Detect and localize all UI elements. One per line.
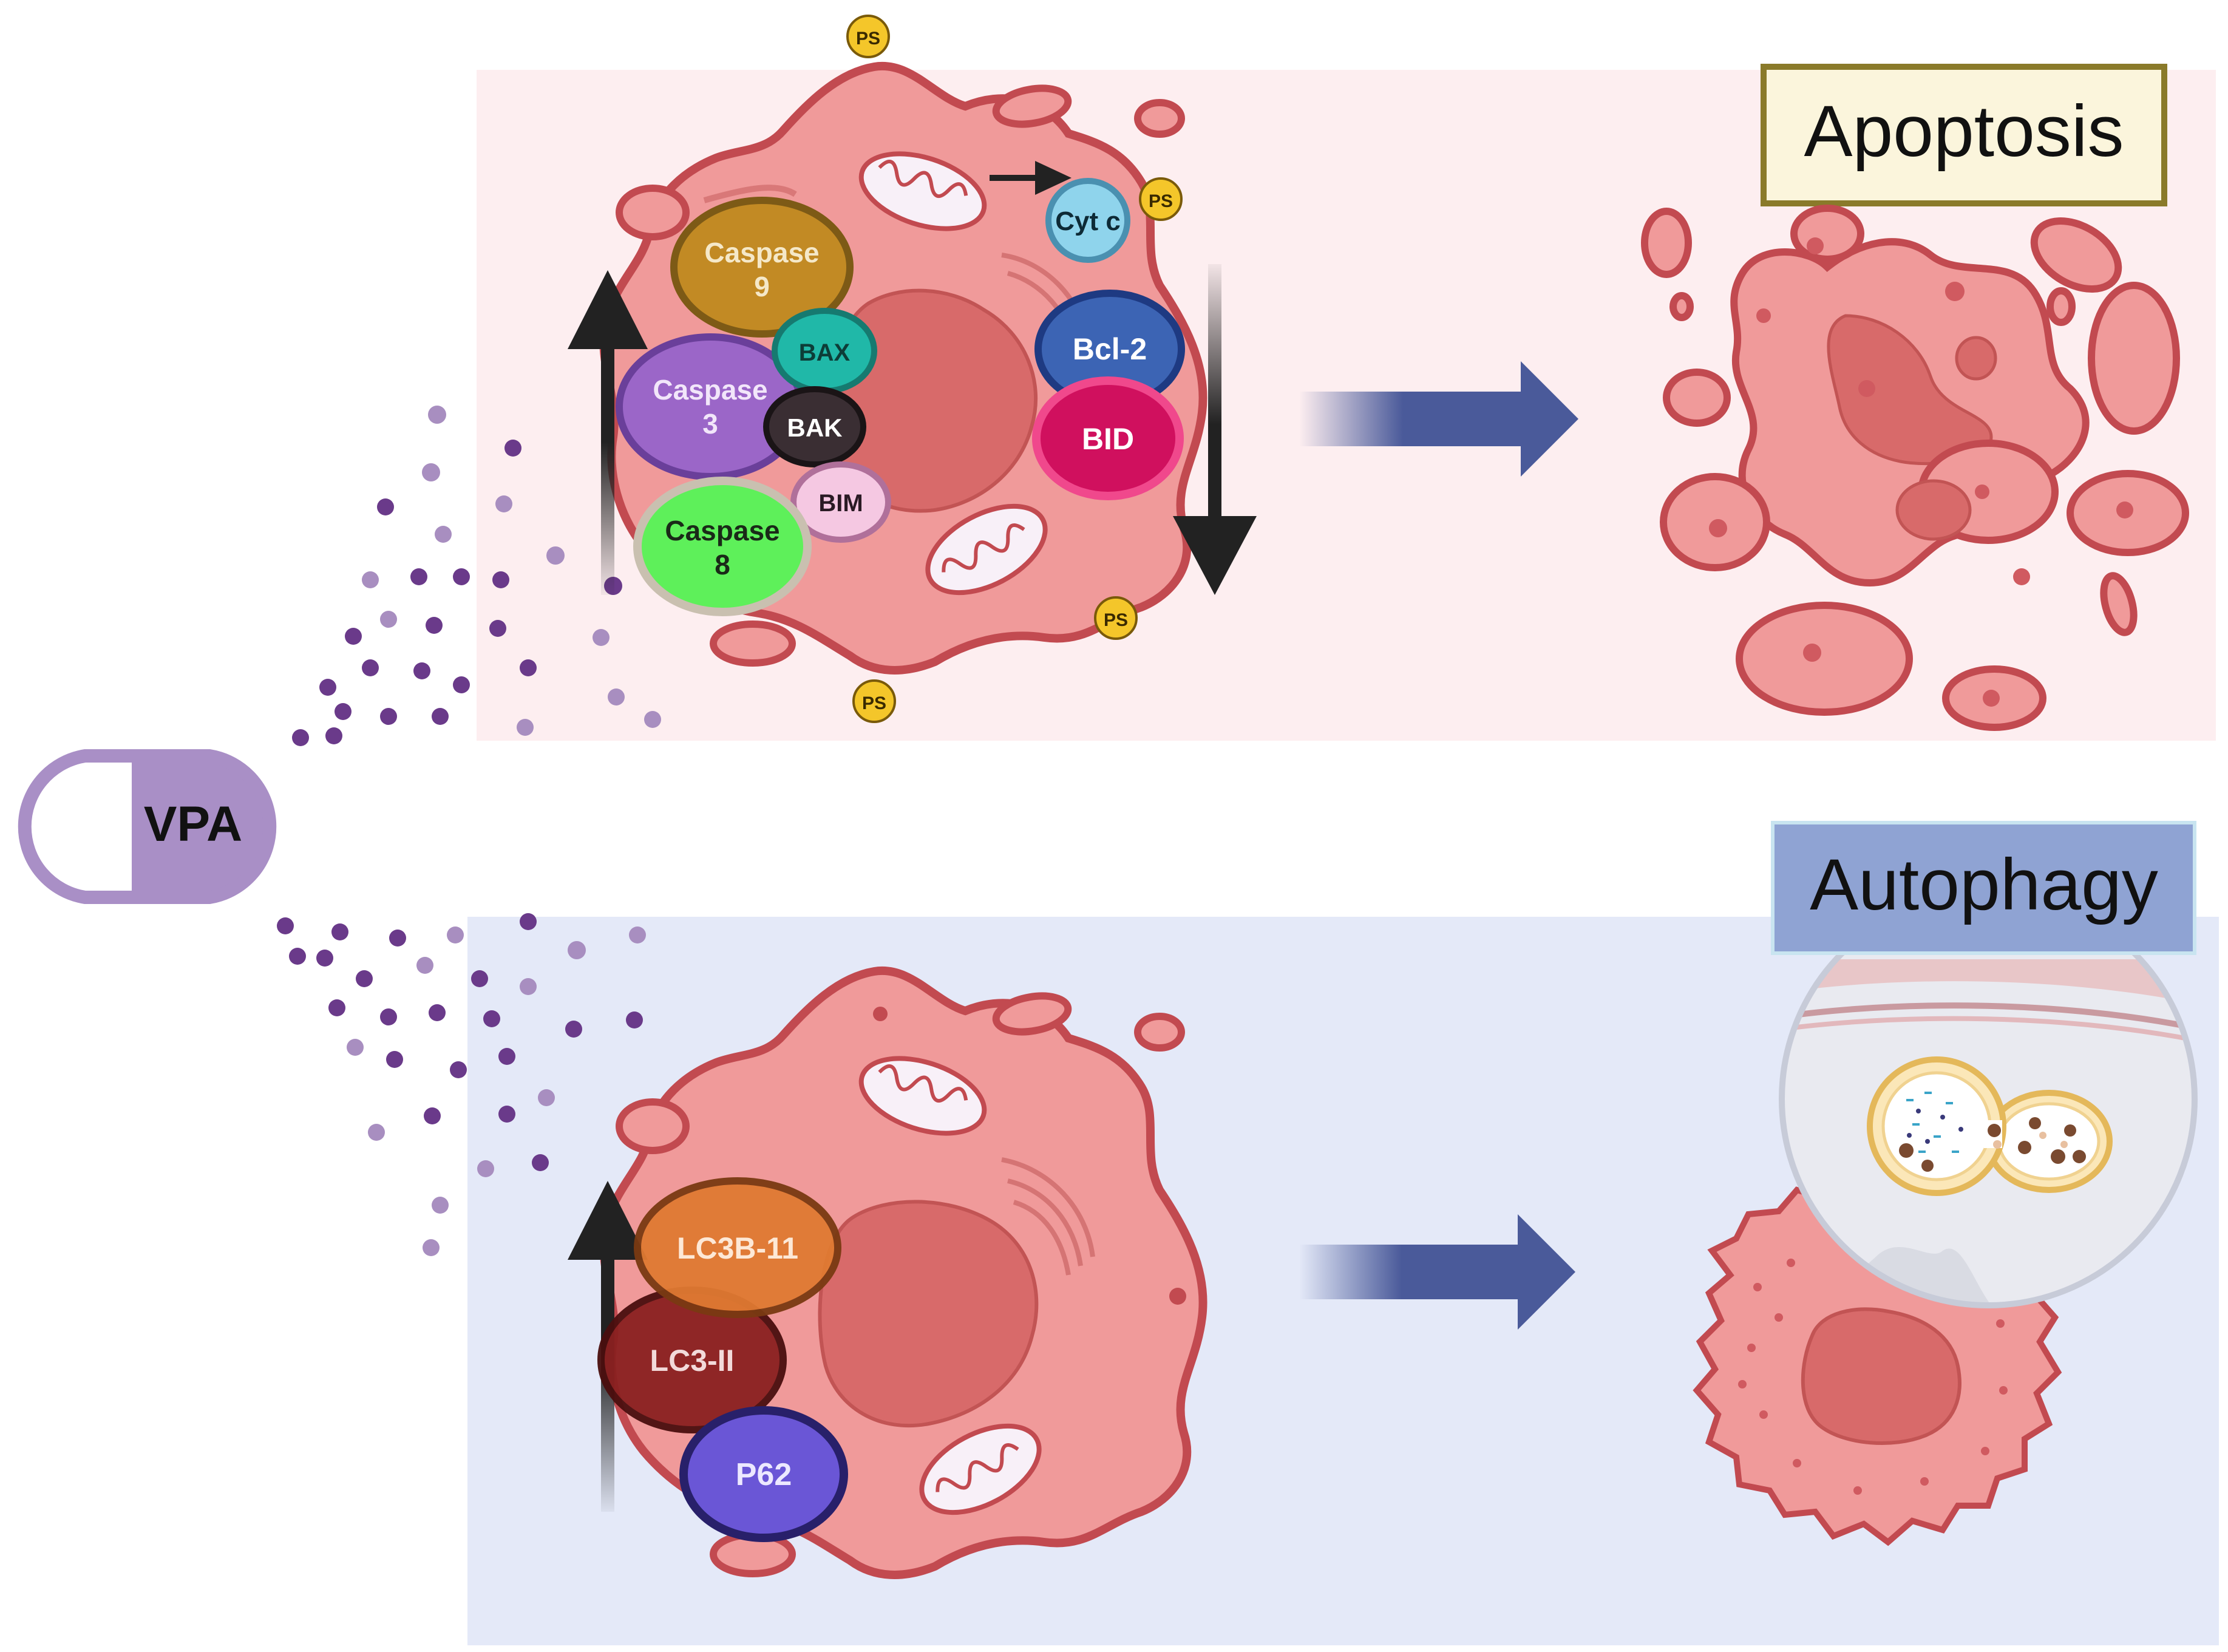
- ps-badge: PS: [1094, 596, 1138, 640]
- progression-arrow-autophagy: [1299, 1214, 1575, 1330]
- autophagy-title: Autophagy: [1810, 844, 2158, 925]
- marker-bcl-2: Bcl-2: [1034, 290, 1185, 409]
- autophagy-title-box: Autophagy: [1771, 821, 2196, 955]
- marker-bid: BID: [1032, 376, 1184, 500]
- svg-text:8: 8: [715, 549, 730, 580]
- bleb: [616, 1098, 690, 1154]
- autophagosome-magnifier: [1779, 889, 2198, 1308]
- svg-text:PS: PS: [856, 29, 880, 49]
- mitochondrion-lower: [919, 1423, 1042, 1515]
- bleb: [1134, 99, 1185, 138]
- svg-text:BAX: BAX: [799, 339, 851, 366]
- apoptosis-title-box: Apoptosis: [1761, 64, 2167, 206]
- apoptotic-bodies: [1641, 205, 2189, 731]
- cytc-release-arrow: [990, 161, 1072, 195]
- mitochondrion-lower: [925, 503, 1048, 596]
- downregulation-arrow: [1173, 264, 1257, 595]
- svg-text:LC3B-11: LC3B-11: [677, 1231, 798, 1265]
- ps-badge: PS: [846, 15, 890, 58]
- svg-text:P62: P62: [736, 1457, 792, 1492]
- marker-cyt-c: Cyt c: [1045, 178, 1130, 263]
- vpa-label: VPA: [144, 797, 243, 852]
- mitochondrion-upper: [858, 151, 987, 231]
- vpa-capsule: VPA: [18, 749, 277, 904]
- bleb: [616, 185, 690, 240]
- svg-text:LC3-II: LC3-II: [650, 1344, 735, 1378]
- marker-bim: BIM: [790, 461, 891, 543]
- svg-text:PS: PS: [1104, 610, 1128, 630]
- svg-text:Caspase: Caspase: [665, 515, 779, 546]
- svg-text:BIM: BIM: [818, 490, 863, 517]
- bleb: [992, 84, 1072, 128]
- marker-p62: P62: [679, 1406, 848, 1542]
- marker-caspase-9: Caspase 9: [670, 197, 854, 338]
- bleb: [992, 992, 1072, 1036]
- marker-bak: BAK: [763, 386, 866, 467]
- svg-text:Bcl-2: Bcl-2: [1073, 332, 1147, 366]
- svg-text:BID: BID: [1082, 422, 1134, 456]
- marker-bax: BAX: [772, 308, 877, 394]
- apoptosis-title: Apoptosis: [1804, 90, 2124, 172]
- svg-text:3: 3: [702, 408, 718, 440]
- svg-text:BAK: BAK: [787, 413, 843, 442]
- bleb: [1134, 1013, 1185, 1052]
- mitochondrion-upper: [858, 1056, 987, 1136]
- upregulation-arrow-apoptosis: [568, 270, 648, 595]
- progression-arrow-apoptosis: [1299, 361, 1578, 477]
- svg-text:9: 9: [754, 271, 770, 302]
- svg-text:PS: PS: [862, 693, 886, 713]
- autolysosome: [1867, 1056, 2113, 1196]
- svg-text:Caspase: Caspase: [704, 237, 819, 268]
- drug-particles-lower: [277, 913, 646, 1256]
- ps-badge: PS: [852, 679, 896, 723]
- marker-caspase-8: Caspase 8: [633, 477, 812, 616]
- svg-text:PS: PS: [1149, 191, 1173, 211]
- marker-lc3b-11: LC3B-11: [634, 1177, 841, 1318]
- bleb: [710, 620, 796, 667]
- apoptotic-body-granules: [1709, 237, 2133, 707]
- svg-text:Caspase: Caspase: [653, 374, 767, 406]
- ps-badge: PS: [1139, 177, 1183, 221]
- svg-text:Cyt c: Cyt c: [1055, 206, 1121, 236]
